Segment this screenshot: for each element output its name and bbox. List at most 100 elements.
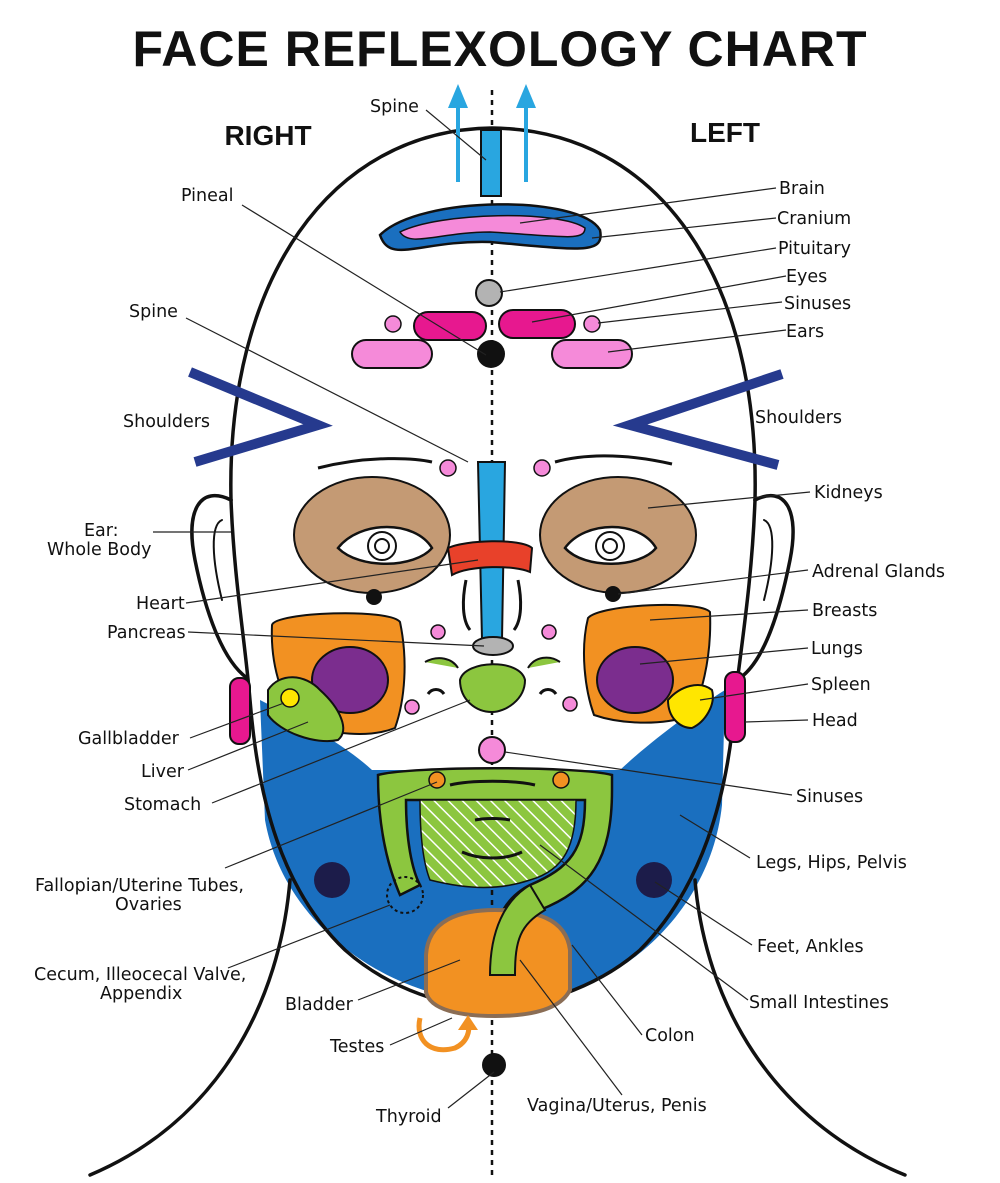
label-sinuses-lower: Sinuses — [796, 787, 863, 807]
nose-line-left — [512, 579, 523, 631]
up-arrow-icon — [448, 84, 536, 182]
testes-arrow-icon — [416, 1017, 472, 1053]
label-pancreas: Pancreas — [107, 623, 186, 643]
label-ears: Ears — [786, 322, 824, 342]
label-cecum-line2: Appendix — [100, 984, 182, 1004]
eyebrow-left — [554, 454, 673, 466]
label-adrenal: Adrenal Glands — [812, 562, 945, 582]
label-testes: Testes — [329, 1037, 384, 1057]
shoulders-right-zone — [188, 367, 333, 467]
neck-right — [88, 878, 292, 1177]
pituitary-zone — [475, 279, 503, 307]
pupil-left-icon — [602, 538, 618, 554]
brow-dot-right — [439, 459, 457, 477]
side-label-left: LEFT — [690, 117, 760, 148]
label-liver: Liver — [141, 762, 185, 782]
left-ear-inner — [763, 519, 774, 601]
label-sinuses-upper: Sinuses — [784, 294, 851, 314]
sinuses-dot-left — [583, 315, 601, 333]
label-spine-side: Spine — [129, 302, 178, 322]
label-spine-top: Spine — [370, 97, 419, 117]
thyroid-zone — [482, 1053, 506, 1077]
nose-line-right — [461, 579, 472, 631]
label-brain: Brain — [779, 179, 825, 199]
mouth-corner-left — [538, 688, 558, 695]
head-zone-left — [724, 671, 746, 743]
nose-dot-2 — [541, 624, 557, 640]
nostril-left — [527, 656, 561, 669]
neck-left — [693, 878, 907, 1177]
label-ear-line1: Ear: — [84, 521, 119, 541]
label-feet: Feet, Ankles — [757, 937, 864, 957]
label-kidneys: Kidneys — [814, 483, 883, 503]
face-right-contour — [229, 498, 494, 1010]
label-colon: Colon — [645, 1026, 695, 1046]
fallopian-dot-left — [552, 771, 570, 789]
gallbladder-zone — [280, 688, 300, 708]
label-vagina: Vagina/Uterus, Penis — [527, 1096, 707, 1116]
right-ear-inner — [212, 519, 223, 601]
feet-ankles-zone-right — [314, 862, 350, 898]
face-left-contour — [490, 498, 757, 1010]
label-eyes: Eyes — [786, 267, 827, 287]
label-fallopian-line1: Fallopian/Uterine Tubes, — [35, 876, 244, 896]
chart-title: FACE REFLEXOLOGY CHART — [132, 21, 867, 77]
label-breasts: Breasts — [812, 601, 877, 621]
label-pituitary: Pituitary — [778, 239, 851, 259]
sinuses-lower-zone — [478, 736, 506, 764]
ears-zone-left — [551, 339, 633, 369]
upper-lip — [449, 779, 536, 787]
label-shoulders-right: Shoulders — [123, 412, 210, 432]
eyes-zone-right — [413, 311, 487, 341]
spine-upper-zone — [480, 129, 502, 197]
label-cecum-line1: Cecum, Illeocecal Valve, — [34, 965, 246, 985]
label-spleen: Spleen — [811, 675, 871, 695]
mouth-corner-right — [426, 688, 446, 695]
heart-zone — [446, 540, 534, 577]
side-label-right: RIGHT — [224, 120, 311, 151]
label-ear-line2: Whole Body — [47, 540, 151, 560]
adrenal-dot-right — [366, 589, 382, 605]
fallopian-dot-right — [428, 771, 446, 789]
nose-dot-3 — [404, 699, 420, 715]
label-thyroid: Thyroid — [375, 1107, 442, 1127]
label-legs: Legs, Hips, Pelvis — [756, 853, 907, 873]
head-zone-right — [229, 677, 251, 745]
label-cranium: Cranium — [777, 209, 851, 229]
label-head: Head — [812, 711, 858, 731]
nose-dot-4 — [562, 696, 578, 712]
right-ear — [190, 493, 249, 680]
shoulders-left-zone — [612, 369, 784, 470]
label-small-intestines: Small Intestines — [749, 993, 889, 1013]
spleen-zone — [666, 684, 714, 730]
cecum-zone — [386, 876, 424, 914]
eyebrow-right — [317, 457, 433, 470]
label-pineal: Pineal — [181, 186, 233, 206]
label-gallbladder: Gallbladder — [78, 729, 180, 749]
label-stomach: Stomach — [124, 795, 201, 815]
label-lungs: Lungs — [811, 639, 863, 659]
lungs-zone-right — [311, 646, 389, 714]
nose-dot-1 — [430, 624, 446, 640]
colon-descending — [488, 883, 547, 976]
chin-line — [461, 850, 523, 860]
eyes-zone-left — [498, 309, 576, 339]
nostril-right — [424, 657, 459, 669]
testes-arrowhead-icon — [458, 1015, 478, 1030]
brain-zone — [398, 214, 586, 240]
lungs-zone-left — [596, 646, 674, 714]
label-shoulders-left: Shoulders — [755, 408, 842, 428]
sinuses-dot-right — [384, 315, 402, 333]
lower-lip — [474, 817, 511, 822]
label-heart: Heart — [136, 594, 185, 614]
leader-lines — [153, 109, 811, 1109]
ears-zone-right — [351, 339, 433, 369]
small-intestines-zone — [419, 799, 577, 889]
left-ear — [738, 493, 795, 680]
pineal-zone — [477, 340, 505, 368]
pupil-right-icon — [374, 538, 390, 554]
stomach-zone — [458, 663, 527, 714]
label-bladder: Bladder — [285, 995, 354, 1015]
adrenal-dot-left — [605, 586, 621, 602]
